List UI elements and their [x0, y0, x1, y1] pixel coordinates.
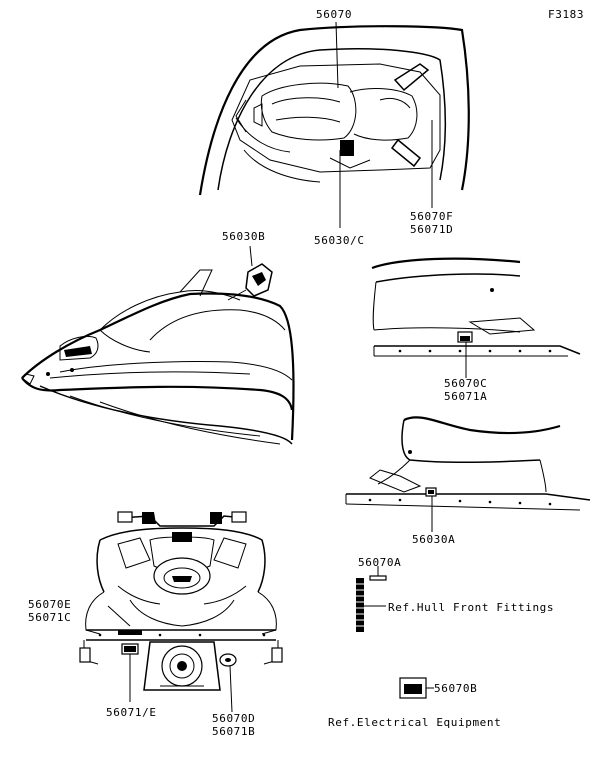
rivet-dots: [398, 349, 552, 353]
label-56030B: 56030B: [222, 230, 265, 243]
label-56070E: 56070E: [28, 598, 71, 611]
label-56070D: 56070D: [212, 712, 255, 725]
label-56070A: 56070A: [358, 556, 401, 569]
side-detail-lower: [345, 416, 591, 532]
rivet-dots-2: [368, 498, 552, 506]
strip-ticks: [354, 583, 366, 627]
label-56070F: 56070F: [410, 210, 453, 223]
ref-electrical-equipment: Ref.Electrical Equipment: [328, 716, 501, 729]
label-56070C: 56070C: [444, 377, 487, 390]
top-view-watercraft: [198, 21, 470, 228]
label-56030C: 56030/C: [314, 234, 365, 247]
ref-hull-front-fittings: Ref.Hull Front Fittings: [388, 601, 554, 614]
label-56030A: 56030A: [412, 533, 455, 546]
label-56071D: 56071D: [410, 223, 453, 236]
rear-view-watercraft: [79, 511, 283, 713]
side-detail-upper: [371, 257, 581, 378]
label-56070: 56070: [316, 8, 352, 21]
decal-block-56070B: [399, 677, 434, 699]
decal-strip-56070A: [354, 566, 387, 632]
label-56071B: 56071B: [212, 725, 255, 738]
rear-dots: [98, 633, 266, 637]
side-view-watercraft: [21, 245, 295, 445]
label-56071E: 56071/E: [106, 706, 157, 719]
label-56071A: 56071A: [444, 390, 487, 403]
label-56071C: 56071C: [28, 611, 71, 624]
label-56070B: 56070B: [434, 682, 477, 695]
figure-code: F3183: [548, 8, 584, 21]
